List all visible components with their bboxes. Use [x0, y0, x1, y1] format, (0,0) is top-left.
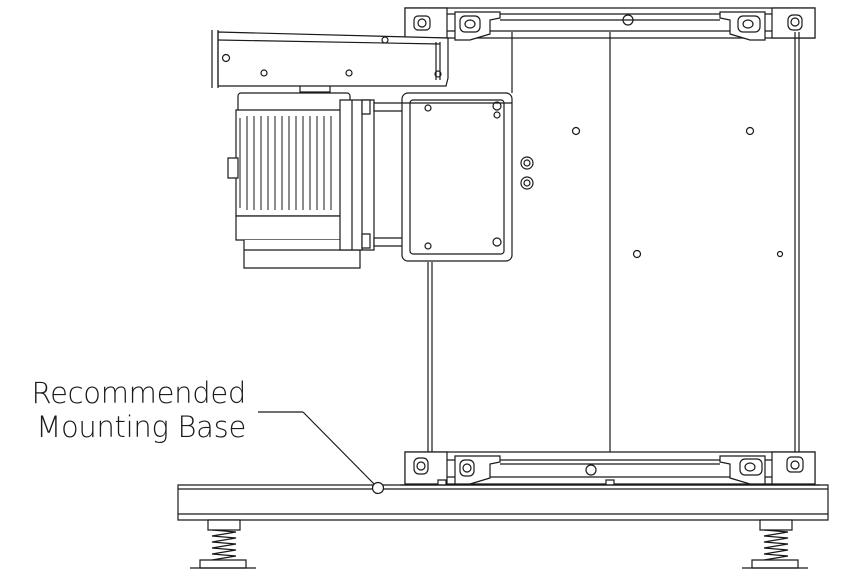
isolator-left [190, 520, 256, 568]
callout-label-line-1: Recommended [31, 376, 247, 410]
motor-mounting-plate [402, 93, 512, 261]
callout-label-line-2: Mounting Base [36, 410, 246, 444]
bottom-rail [405, 452, 815, 486]
callout-leader [258, 412, 384, 494]
housing-panels [428, 32, 799, 452]
top-rail [405, 8, 815, 40]
mounting-base [178, 485, 828, 520]
motor [228, 93, 404, 268]
motor-support-bracket [212, 30, 448, 92]
isolator-right [742, 520, 808, 568]
